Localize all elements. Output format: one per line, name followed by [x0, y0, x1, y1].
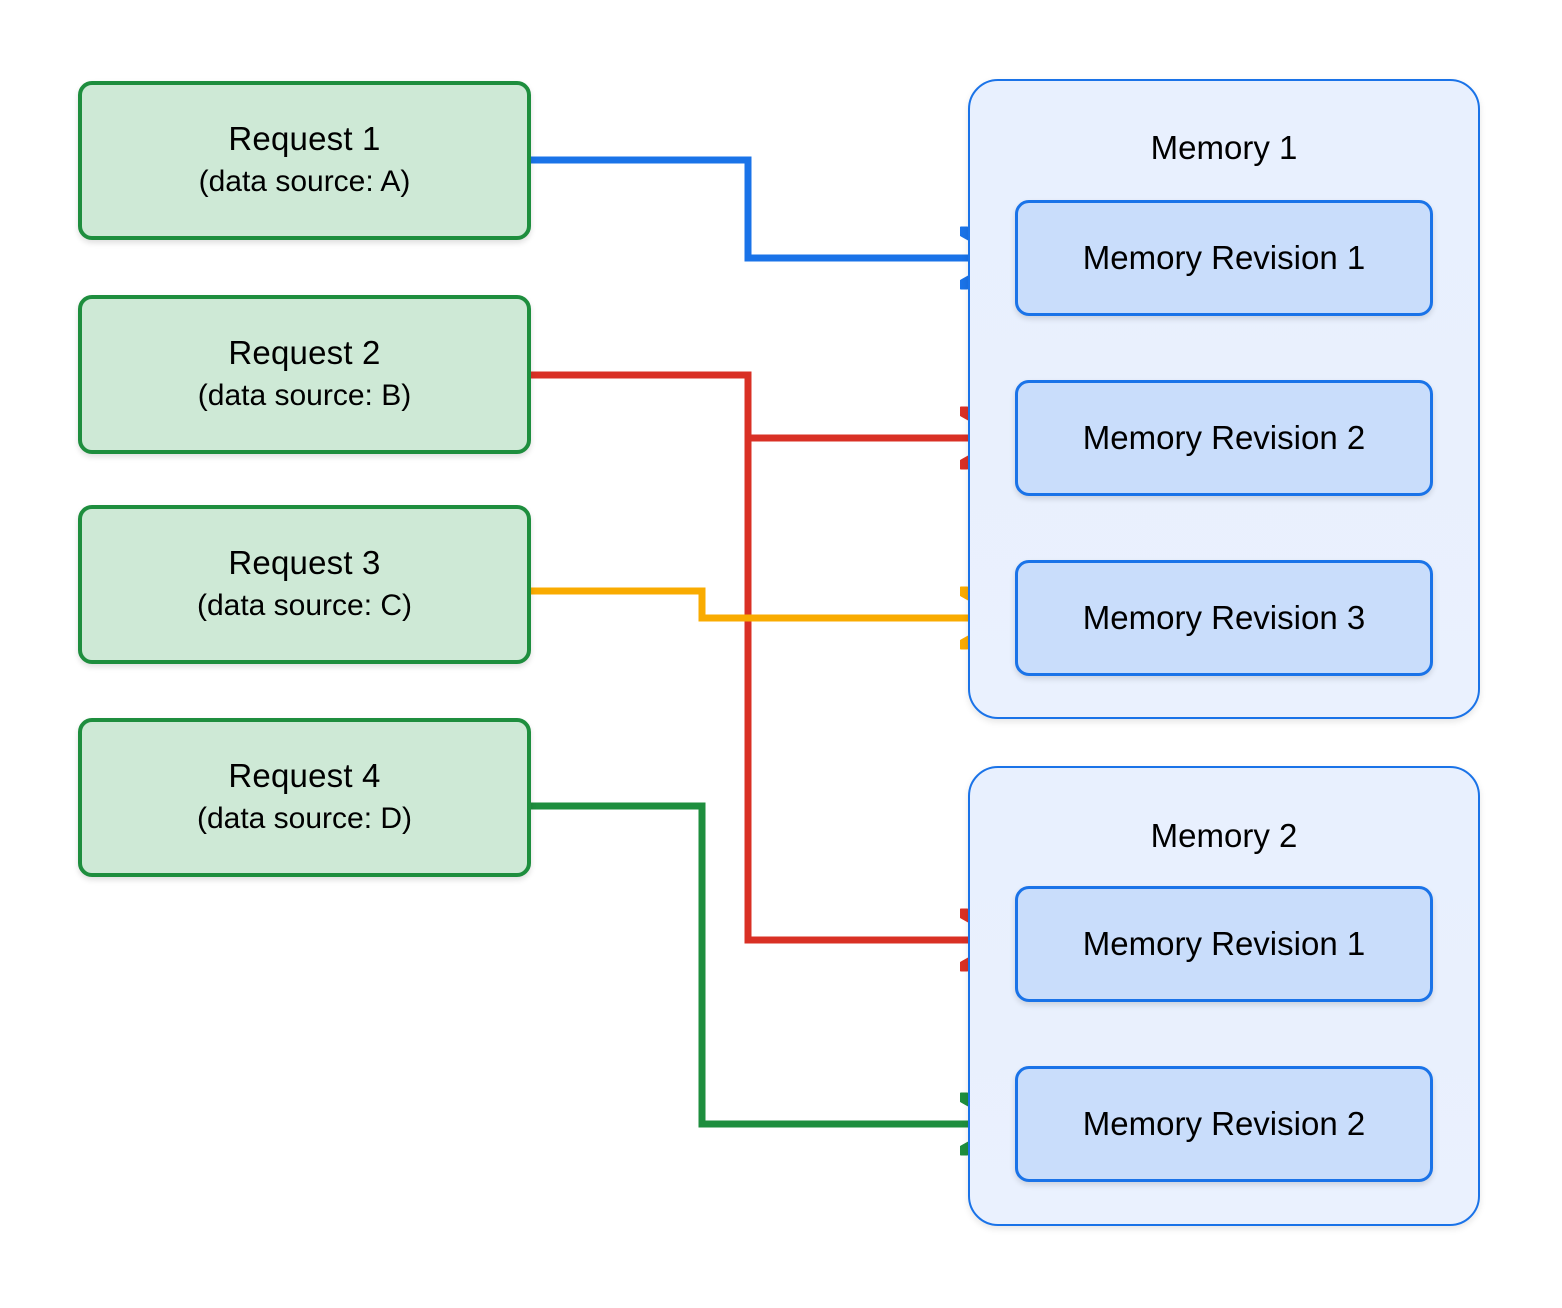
memory-1-revision-2[interactable]: Memory Revision 2	[1015, 380, 1433, 496]
memory-2-revision-1[interactable]: Memory Revision 1	[1015, 886, 1433, 1002]
request-box-4[interactable]: Request 4 (data source: D)	[78, 718, 531, 877]
memory-1-revision-3[interactable]: Memory Revision 3	[1015, 560, 1433, 676]
revision-label: Memory Revision 2	[1082, 419, 1366, 456]
revision-label: Memory Revision 3	[1082, 599, 1366, 636]
revision-label: Memory Revision 1	[1082, 925, 1366, 962]
memory-2-revision-2[interactable]: Memory Revision 2	[1015, 1066, 1433, 1182]
connector-request-4	[527, 802, 1006, 1124]
request-subtitle: (data source: B)	[197, 379, 412, 413]
revision-label: Memory Revision 1	[1082, 239, 1366, 276]
request-box-3[interactable]: Request 3 (data source: C)	[78, 505, 531, 664]
request-title: Request 4	[228, 757, 381, 795]
connector-request-3	[527, 591, 1006, 618]
request-title: Request 3	[228, 544, 381, 582]
connector-request-1	[527, 156, 1006, 258]
request-subtitle: (data source: A)	[198, 165, 411, 199]
request-subtitle: (data source: D)	[196, 802, 413, 836]
memory-1-revision-1[interactable]: Memory Revision 1	[1015, 200, 1433, 316]
connector-request-2-branch-memory1	[527, 371, 1006, 438]
memory-group-label: Memory 1	[1150, 129, 1298, 166]
request-subtitle: (data source: C)	[196, 589, 413, 623]
revision-label: Memory Revision 2	[1082, 1105, 1366, 1142]
request-box-1[interactable]: Request 1 (data source: A)	[78, 81, 531, 240]
request-title: Request 1	[228, 120, 381, 158]
memory-group-label: Memory 2	[1150, 817, 1298, 854]
request-title: Request 2	[228, 334, 381, 372]
request-box-2[interactable]: Request 2 (data source: B)	[78, 295, 531, 454]
